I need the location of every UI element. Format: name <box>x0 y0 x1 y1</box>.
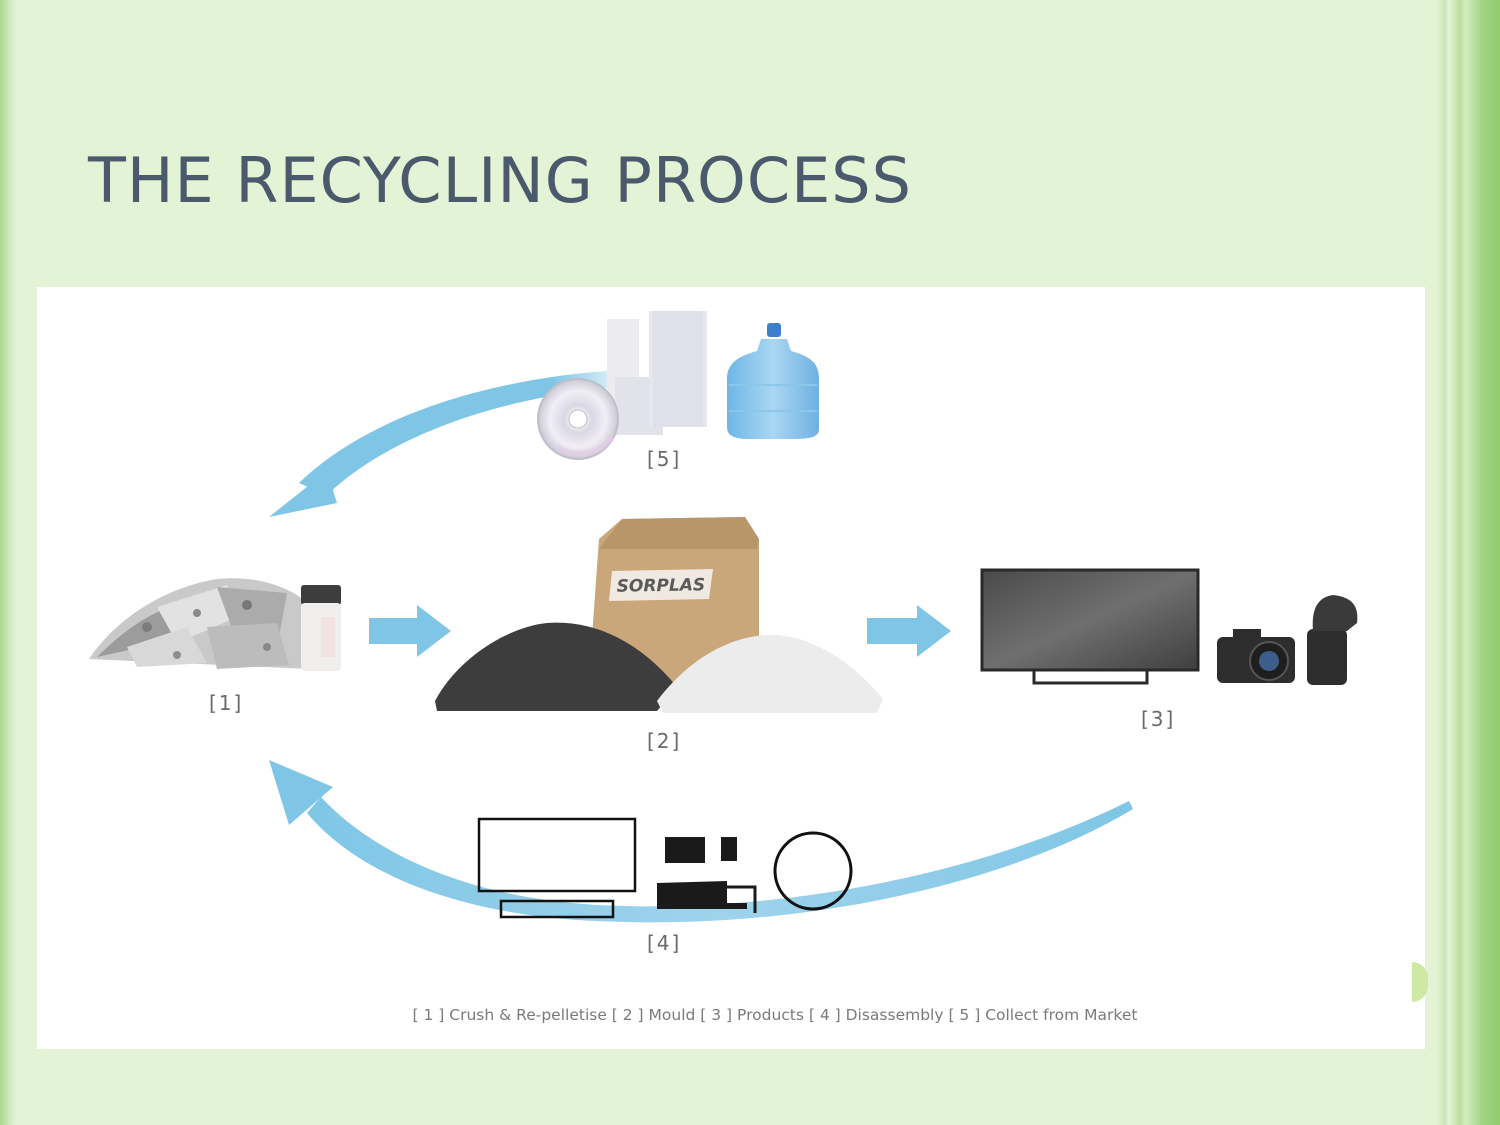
step-label-1: [1] <box>209 691 244 715</box>
products-illustration <box>980 568 1358 685</box>
arrow-mould-to-products <box>867 605 951 657</box>
diagram-artwork: SORPLAS <box>89 311 1358 923</box>
crushed-plastic-illustration <box>89 578 341 671</box>
collected-items-illustration <box>537 311 819 460</box>
sack-label: SORPLAS <box>617 575 706 597</box>
sorplas-pellets-illustration: SORPLAS <box>435 517 883 713</box>
step-label-2: [2] <box>647 729 682 753</box>
arrow-collect-to-crush <box>269 369 637 517</box>
slide-edge-tab <box>1412 962 1428 1002</box>
arrow-products-to-disassembly-to-crush <box>269 760 1133 923</box>
step-label-5: [5] <box>647 447 682 471</box>
arrow-crush-to-mould <box>369 605 451 657</box>
slide-right-border <box>1436 0 1500 1125</box>
recycling-diagram: SORPLAS [5] [1] [2] [3] [4] <box>37 287 1425 1049</box>
step-label-4: [4] <box>647 931 682 955</box>
slide-left-border <box>0 0 16 1125</box>
diagram-caption: [ 1 ] Crush & Re-pelletise [ 2 ] Mould [… <box>412 1006 1138 1024</box>
disassembly-parts-illustration <box>477 817 853 919</box>
step-label-3: [3] <box>1141 707 1176 731</box>
slide-title: THE RECYCLING PROCESS <box>88 144 913 217</box>
